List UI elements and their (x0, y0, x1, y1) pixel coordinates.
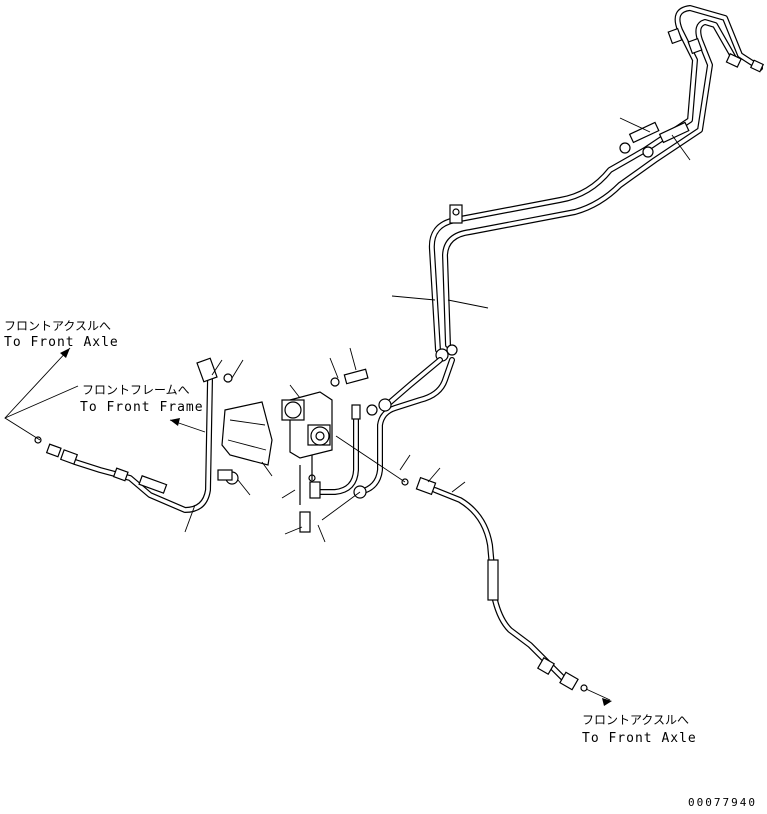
label-front-axle-bottom-jp: フロントアクスルへ (582, 713, 689, 727)
label-front-axle-bottom-en: To Front Axle (582, 731, 697, 746)
valve-assembly (223, 368, 369, 459)
left-hose (34, 357, 218, 513)
label-front-axle-top-jp: フロントアクスルへ (4, 319, 111, 333)
arrows (60, 348, 612, 706)
arrow-to-front-frame (170, 418, 180, 426)
arrow-to-front-axle-top (60, 348, 70, 358)
small-parts (299, 455, 321, 533)
label-front-axle-top-en: To Front Axle (4, 335, 119, 350)
arrow-to-front-axle-bottom (602, 698, 612, 706)
lower-hose (401, 476, 588, 692)
upper-pipe-bundle (428, 5, 765, 362)
drawing-number: 00077940 (688, 796, 757, 809)
center-pipes (315, 357, 455, 499)
label-front-frame-jp: フロントフレームへ (82, 383, 190, 397)
label-front-frame-en: To Front Frame (80, 400, 204, 415)
bracket (217, 401, 273, 485)
